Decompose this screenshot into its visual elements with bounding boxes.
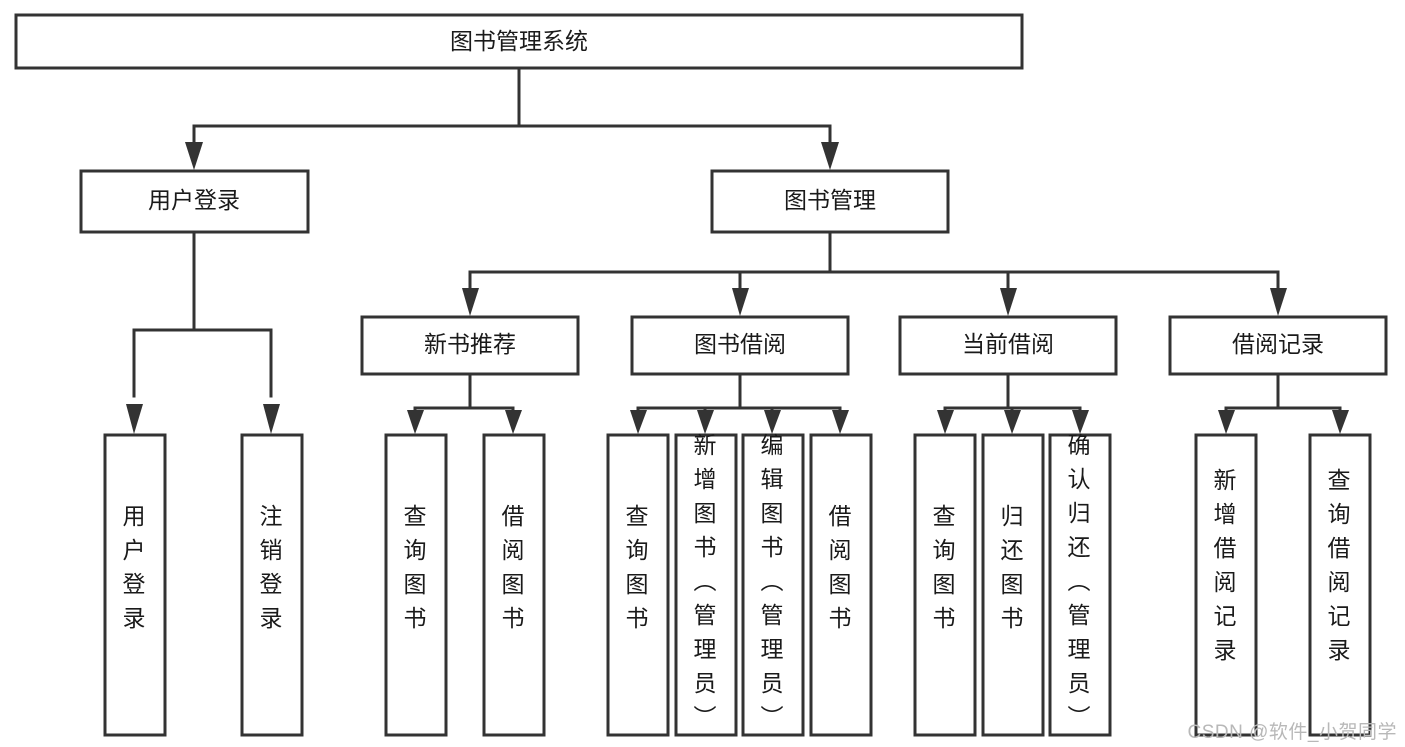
edge-root-to-level2 [185,66,839,170]
node-leaf-add-record[interactable]: 新增借阅记录 [1194,433,1258,737]
node-current-borrow[interactable]: 当前借阅 [898,315,1118,376]
node-leaf-query-book-3[interactable]: 查询图书 [913,433,977,737]
node-leaf-edit-book-label: 编辑图书︵管理员︶ [761,432,784,730]
node-leaf-add-book[interactable]: 新增图书︵管理员︶ [674,432,738,737]
node-leaf-borrow-book-2[interactable]: 借阅图书 [809,433,873,737]
node-leaf-logout[interactable]: 注销登录 [240,433,304,737]
node-book-borrow[interactable]: 图书借阅 [630,315,850,376]
node-leaf-query-book-2[interactable]: 查询图书 [606,433,670,737]
node-new-book-rec-label: 新书推荐 [424,331,516,357]
node-leaf-query-book-3-label: 查询图书 [933,503,956,631]
node-new-book-rec[interactable]: 新书推荐 [360,315,580,376]
node-leaf-confirm-return-label: 确认归还︵管理员︶ [1068,432,1091,730]
node-leaf-edit-book[interactable]: 编辑图书︵管理员︶ [741,432,805,737]
node-book-borrow-label: 图书借阅 [694,331,786,357]
node-leaf-borrow-book-1-label: 借阅图书 [502,503,525,631]
csdn-watermark: CSDN @软件_小贺同学 [1187,722,1397,743]
node-leaf-add-record-label: 新增借阅记录 [1214,467,1237,663]
node-book-manage[interactable]: 图书管理 [710,169,950,234]
edge-bookmanage-to-level3 [462,230,1287,316]
node-leaf-user-login-label: 用户登录 [123,503,146,631]
node-leaf-query-book-1-label: 查询图书 [404,503,427,631]
node-leaf-query-record-label: 查询借阅记录 [1328,467,1351,663]
edge-userlogin-to-leaves [126,230,280,434]
node-borrow-record[interactable]: 借阅记录 [1168,315,1388,376]
node-leaf-add-book-label: 新增图书︵管理员︶ [694,432,717,730]
node-leaf-query-book-1[interactable]: 查询图书 [384,433,448,737]
node-current-borrow-label: 当前借阅 [962,331,1054,357]
node-user-login[interactable]: 用户登录 [79,169,310,234]
node-user-login-label: 用户登录 [148,187,240,213]
node-leaf-logout-label: 注销登录 [260,503,283,631]
node-leaf-borrow-book-1[interactable]: 借阅图书 [482,433,546,737]
node-root-label: 图书管理系统 [450,28,588,54]
node-root[interactable]: 图书管理系统 [14,13,1024,70]
edge-bookborrow-to-leaves [630,373,849,434]
node-leaf-borrow-book-2-label: 借阅图书 [829,503,852,631]
node-leaf-user-login[interactable]: 用户登录 [103,433,167,737]
node-borrow-record-label: 借阅记录 [1232,331,1324,357]
node-leaf-return-book[interactable]: 归还图书 [981,433,1045,737]
edges-layer [126,66,1349,434]
node-book-manage-label: 图书管理 [784,187,876,213]
node-leaf-return-book-label: 归还图书 [1001,503,1024,631]
edge-borrowrecord-to-leaves [1218,373,1349,434]
edge-newbookrec-to-leaves [407,373,522,434]
node-leaf-query-record[interactable]: 查询借阅记录 [1308,433,1372,737]
edge-currentborrow-to-leaves [937,373,1089,434]
node-leaf-query-book-2-label: 查询图书 [626,503,649,631]
node-leaf-confirm-return[interactable]: 确认归还︵管理员︶ [1048,432,1112,737]
